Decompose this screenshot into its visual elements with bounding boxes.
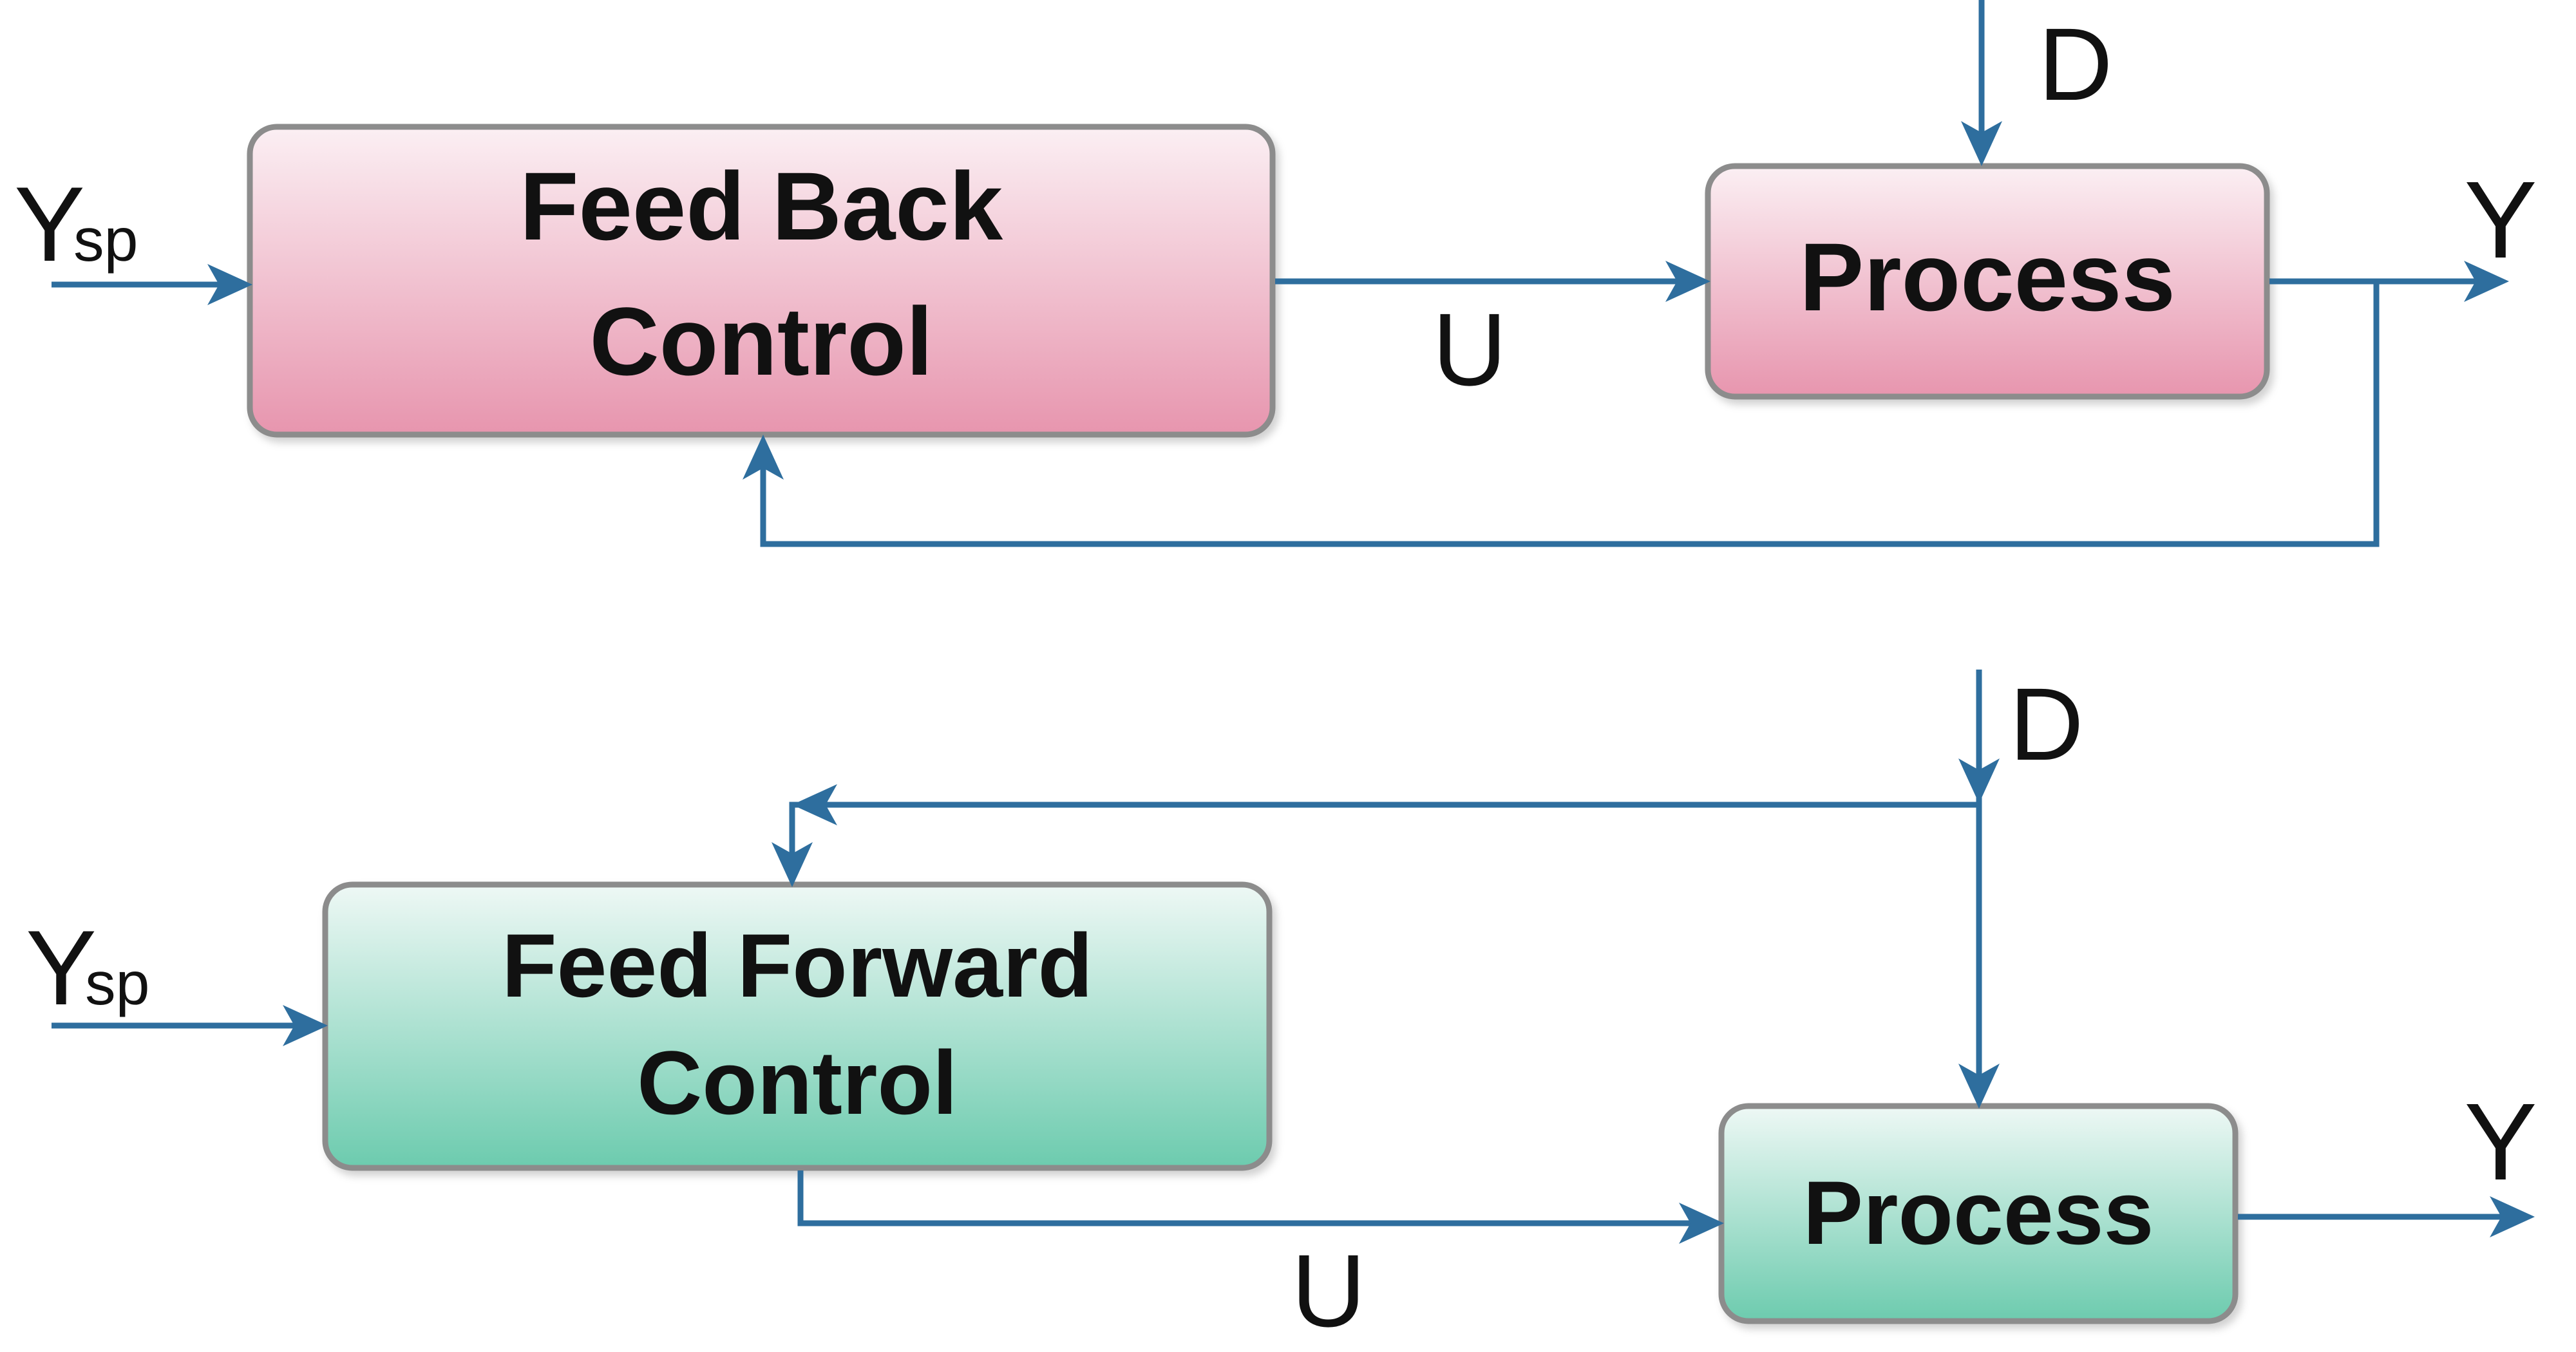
- feedback-output-label: Y: [2464, 159, 2537, 281]
- feedforward-controller-block: Feed Forward Control: [322, 881, 1273, 1171]
- arrowhead: [1679, 1203, 1724, 1244]
- feedforward-measurement-line: [789, 802, 1979, 866]
- feedback-setpoint-label: Ysp: [14, 165, 138, 283]
- feedforward-controller-label-line1: Feed Forward: [502, 915, 1093, 1016]
- arrowhead: [792, 784, 837, 825]
- arrowhead: [1961, 121, 2002, 166]
- feedforward-manipulated-label: U: [1291, 1233, 1366, 1348]
- feedback-loop-line: [760, 281, 2380, 547]
- arrowhead: [743, 435, 784, 480]
- feedback-controller-block: Feed Back Control: [247, 124, 1276, 438]
- arrowhead: [2464, 261, 2509, 302]
- feedback-controller-label-line2: Control: [589, 287, 933, 395]
- feedforward-disturbance-label: D: [2009, 666, 2084, 782]
- feedback-process-block: Process: [1705, 163, 2270, 400]
- arrowhead: [772, 842, 813, 887]
- arrowhead: [1958, 758, 2000, 803]
- feedback-diagram: Feed Back Control Process: [14, 0, 2537, 547]
- feedforward-setpoint-label: Ysp: [26, 908, 149, 1027]
- feedback-disturbance-label: D: [2038, 6, 2113, 122]
- arrowhead: [207, 264, 252, 305]
- feedforward-output-label: Y: [2464, 1081, 2537, 1203]
- feedback-signal-lines: [52, 0, 2486, 547]
- feedback-process-label: Process: [1799, 223, 2175, 331]
- arrowhead: [283, 1005, 328, 1046]
- feedback-controller-label-line1: Feed Back: [520, 152, 1003, 260]
- feedforward-arrowheads: [283, 758, 2535, 1244]
- feedback-arrowheads: [207, 121, 2509, 480]
- feedforward-process-block: Process: [1718, 1103, 2239, 1324]
- arrowhead: [1665, 261, 1710, 302]
- feedback-manipulated-label: U: [1432, 292, 1507, 407]
- feedforward-manipulated-arrow: [797, 1170, 1700, 1226]
- arrowhead: [2490, 1196, 2535, 1237]
- feedforward-process-label: Process: [1803, 1162, 2154, 1263]
- feedforward-diagram: Feed Forward Control Process: [26, 666, 2537, 1348]
- feedforward-controller-label-line2: Control: [637, 1032, 958, 1133]
- arrowhead: [1958, 1064, 2000, 1109]
